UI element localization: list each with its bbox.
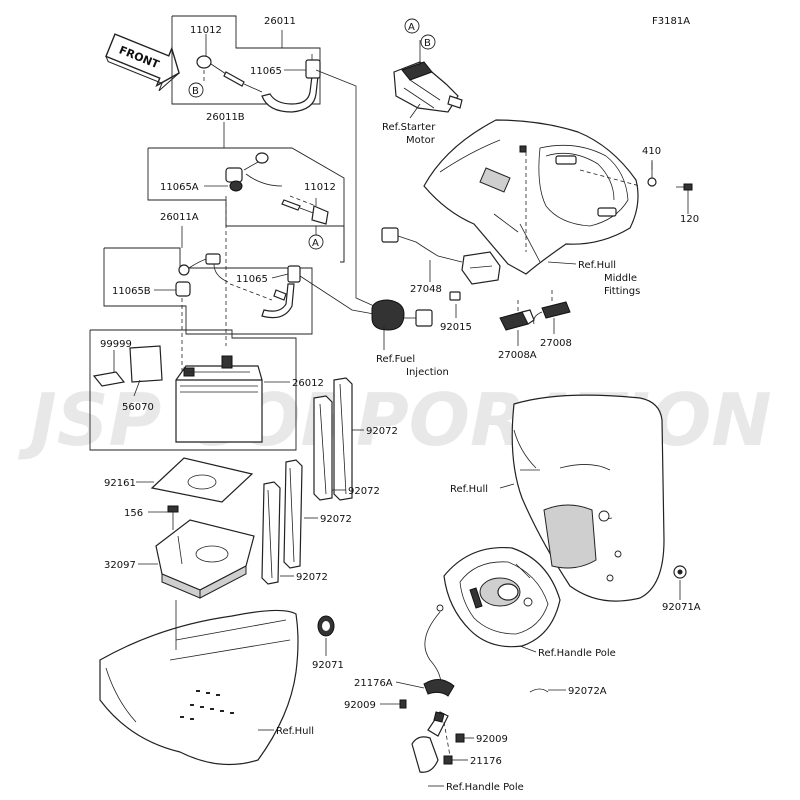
label-11065A: 11065A: [160, 182, 199, 193]
label-27008A: 27008A: [498, 350, 537, 361]
label-26011A: 26011A: [160, 212, 199, 223]
ref-starter-line2: Motor: [406, 135, 436, 146]
label-11065B: 11065B: [112, 286, 151, 297]
label-92161: 92161: [104, 478, 136, 489]
label-92015: 92015: [440, 322, 472, 333]
marker-a-mid: A: [312, 238, 319, 249]
label-156: 156: [124, 508, 143, 519]
figure-id: F3181A: [652, 16, 690, 27]
battery-strap-a: [333, 377, 353, 501]
label-56070: 56070: [122, 402, 154, 413]
battery-cable-26011B: [225, 152, 329, 225]
label-92071: 92071: [312, 660, 344, 671]
marker-b-top: B: [192, 86, 199, 97]
cable-26011B-box: [147, 147, 345, 263]
screw-92009-left: [399, 699, 407, 709]
label-92009-left: 92009: [344, 700, 376, 711]
marker-a-top: A: [408, 22, 415, 33]
label-92071A: 92071A: [662, 602, 701, 613]
ref-fuel-line2: Injection: [406, 367, 449, 378]
battery-pad-92161: [150, 457, 254, 503]
label-92009-right: 92009: [476, 734, 508, 745]
label-92072A: 92072A: [568, 686, 607, 697]
label-32097: 32097: [104, 560, 136, 571]
label-11065-top: 11065: [250, 66, 282, 77]
label-26011: 26011: [264, 16, 296, 27]
label-11012-mid: 11012: [304, 182, 336, 193]
hull-middle-fittings: [423, 119, 639, 275]
cable-21176A: [423, 604, 455, 697]
sub-harness-27048: [381, 227, 501, 285]
marker-b-starter: B: [424, 38, 431, 49]
label-27048: 27048: [410, 284, 442, 295]
label-92072-a: 92072: [366, 426, 398, 437]
label-410: 410: [642, 146, 661, 157]
leader-lines: [113, 30, 689, 787]
battery-label-56070: [129, 345, 163, 383]
battery-tag-99999: [92, 371, 126, 387]
label-27008: 27008: [540, 338, 572, 349]
fuel-injection-relay: [371, 299, 433, 331]
front-arrow: FRONT: [105, 33, 180, 92]
label-26012: 26012: [292, 378, 324, 389]
handle-pole-plate: [443, 546, 561, 648]
switch-27008: [533, 301, 571, 325]
label-21176: 21176: [470, 756, 502, 767]
battery-26012: [175, 355, 263, 443]
screw-92009-right: [455, 733, 465, 743]
ref-hull-right: Ref.Hull: [450, 484, 488, 495]
battery-strap-c: [283, 459, 303, 569]
switch-27008A: [499, 309, 535, 331]
clip-92072A: [529, 688, 549, 693]
ref-handle-pole-mid: Ref.Handle Pole: [538, 648, 616, 659]
ref-hull-middle-line2: Middle: [604, 273, 637, 284]
battery-cable-26011A: [175, 253, 301, 319]
cable-26011-box: [171, 15, 321, 105]
ref-hull-middle-line3: Fittings: [604, 286, 640, 297]
label-26011B: 26011B: [206, 112, 245, 123]
handle-pole-lower: [411, 711, 449, 773]
label-99999: 99999: [100, 339, 132, 350]
ref-hull-bottom: Ref.Hull: [276, 726, 314, 737]
label-21176A: 21176A: [354, 678, 393, 689]
clip-92015: [449, 291, 461, 301]
battery-strap-b: [313, 395, 333, 501]
label-92072-d: 92072: [296, 572, 328, 583]
battery-cable-26011: [196, 54, 321, 113]
ref-handle-pole-bottom: Ref.Handle Pole: [446, 782, 524, 793]
bolt-120: [676, 183, 693, 191]
battery-box: [89, 329, 297, 451]
label-120: 120: [680, 214, 699, 225]
ref-hull-middle-line1: Ref.Hull: [578, 260, 616, 271]
grommet-92071: [317, 615, 335, 637]
ref-fuel-line1: Ref.Fuel: [376, 354, 415, 365]
label-11012-top: 11012: [190, 25, 222, 36]
battery-strap-d: [261, 481, 281, 585]
hull-right: [511, 394, 665, 602]
bolt-156: [167, 505, 179, 530]
label-92072-c: 92072: [320, 514, 352, 525]
hull-bottom: [99, 609, 299, 766]
label-11065-mid: 11065: [236, 274, 268, 285]
nut-410: [647, 177, 657, 187]
screw-21176: [443, 755, 453, 765]
starter-motor: [393, 61, 463, 113]
ref-starter-line1: Ref.Starter: [382, 122, 436, 133]
grommet-92071A: [673, 565, 687, 579]
battery-case-32097: [155, 519, 255, 599]
reference-labels: Ref.Starter Motor Ref.Hull Middle Fittin…: [276, 122, 640, 793]
label-92072-b: 92072: [348, 486, 380, 497]
part-labels: 26011 11012 11065 26011B 11065A 11012 26…: [100, 16, 701, 767]
cable-26011A-box: [103, 247, 313, 335]
